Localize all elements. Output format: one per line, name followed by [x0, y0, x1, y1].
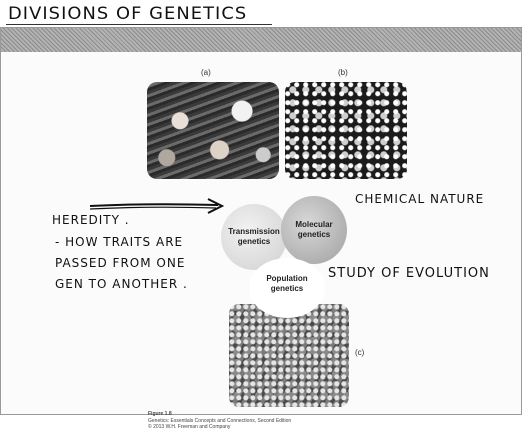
- panel-label-a: (a): [201, 68, 211, 77]
- panel-label-b: (b): [338, 68, 348, 77]
- page-heading: DIVISIONS OF GENETICS: [8, 4, 247, 24]
- note-traits-line-2: PASSED FROM ONE: [55, 256, 185, 270]
- dna-molecule-photo: [285, 82, 407, 179]
- note-study-of-evolution: STUDY OF EVOLUTION: [328, 266, 490, 281]
- caption-line-2: © 2013 W.H. Freeman and Company: [148, 424, 291, 431]
- transmission-genetics-label: Transmission genetics: [227, 227, 281, 246]
- slide-header-bar: [1, 28, 521, 52]
- note-traits-line-3: GEN TO ANOTHER .: [55, 277, 188, 291]
- note-traits-line-1: - HOW TRAITS ARE: [55, 235, 183, 249]
- panel-label-c: (c): [355, 348, 364, 357]
- snail-population-photo: [229, 304, 349, 407]
- note-heredity: HEREDITY .: [52, 213, 130, 227]
- molecular-genetics-label: Molecular genetics: [290, 220, 338, 239]
- population-genetics-label: Population genetics: [262, 274, 312, 293]
- cats-photo: [147, 82, 279, 179]
- molecular-genetics-circle: Molecular genetics: [281, 196, 347, 264]
- population-genetics-circle: Population genetics: [249, 258, 325, 318]
- note-chemical-nature: CHEMICAL NATURE: [355, 192, 484, 206]
- figure-caption: Figure 1.8 Genetics: Essentials Concepts…: [148, 411, 291, 431]
- heading-underline: [6, 24, 272, 25]
